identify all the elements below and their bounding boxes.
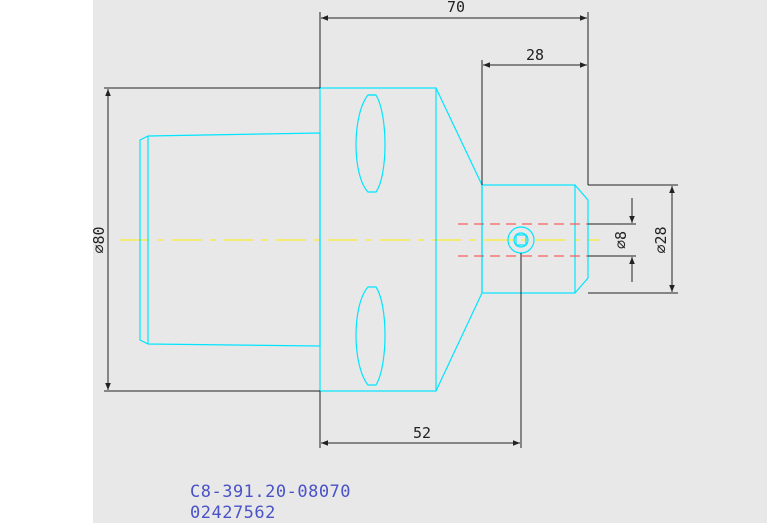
drive-key-bottom (355, 286, 386, 386)
dim-body-diameter-text: ⌀80 (90, 226, 108, 253)
shank-chamfer (574, 184, 589, 294)
drive-key-top (355, 94, 386, 193)
dim-shank-diameter (588, 184, 678, 294)
dim-hole-diameter-text: ⌀8 (612, 231, 630, 249)
dim-overall-length (319, 12, 589, 185)
hidden-bore (458, 223, 588, 257)
hole-inner (513, 232, 529, 248)
part-code: C8-391.20-08070 (190, 482, 352, 502)
part-number: 02427562 (190, 503, 276, 523)
dim-hole-diameter (588, 198, 636, 282)
flange-body (319, 87, 437, 392)
shank (481, 184, 576, 294)
drawing-area (93, 0, 767, 523)
dim-shank-length (481, 60, 587, 185)
dim-overall-length-text: 70 (447, 0, 465, 16)
dim-body-diameter (104, 87, 320, 392)
dim-shank-diameter-text: ⌀28 (652, 226, 670, 253)
part-outline (139, 87, 589, 392)
dim-hole-position (319, 253, 522, 448)
dim-hole-position-text: 52 (413, 424, 431, 442)
dim-shank-length-text: 28 (526, 46, 544, 64)
